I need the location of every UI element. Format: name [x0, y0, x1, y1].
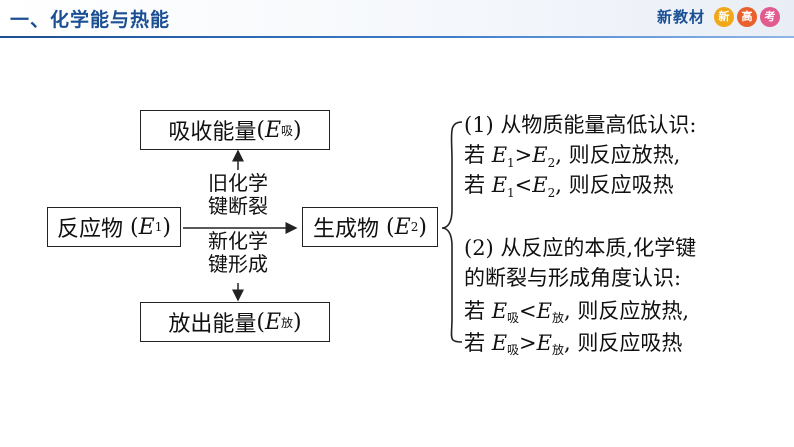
bond-forming-label: 新化学 键形成 [208, 229, 268, 276]
section-title: 一、化学能与热能 [10, 9, 171, 31]
badge-kao: 考 [760, 6, 780, 27]
part2-heading2: 的断裂与形成角度认识: [464, 266, 682, 290]
part2-line2: 若 E吸>E放, 则反应吸热 [464, 331, 683, 357]
part1-line1: 若 E1>E2, 则反应放热, [464, 143, 681, 170]
badge-xin: 新 [714, 6, 734, 27]
bond-breaking-label: 旧化学 键断裂 [208, 171, 268, 218]
part2-line1: 若 E吸<E放, 则反应放热, [464, 299, 690, 325]
curly-brace [441, 121, 463, 343]
header-underline [0, 36, 794, 38]
header-bar: 一、化学能与热能 新教材 新 高 考 [0, 0, 794, 38]
part1-line2: 若 E1<E2, 则反应吸热 [464, 173, 674, 200]
brand-logo: 新教材 新 高 考 [657, 6, 780, 27]
brand-text: 新教材 [656, 8, 705, 26]
badge-gao: 高 [737, 6, 757, 27]
part2-heading1: (2) 从反应的本质,化学键 [464, 236, 697, 260]
part1-heading: (1) 从物质能量高低认识: [464, 113, 697, 137]
